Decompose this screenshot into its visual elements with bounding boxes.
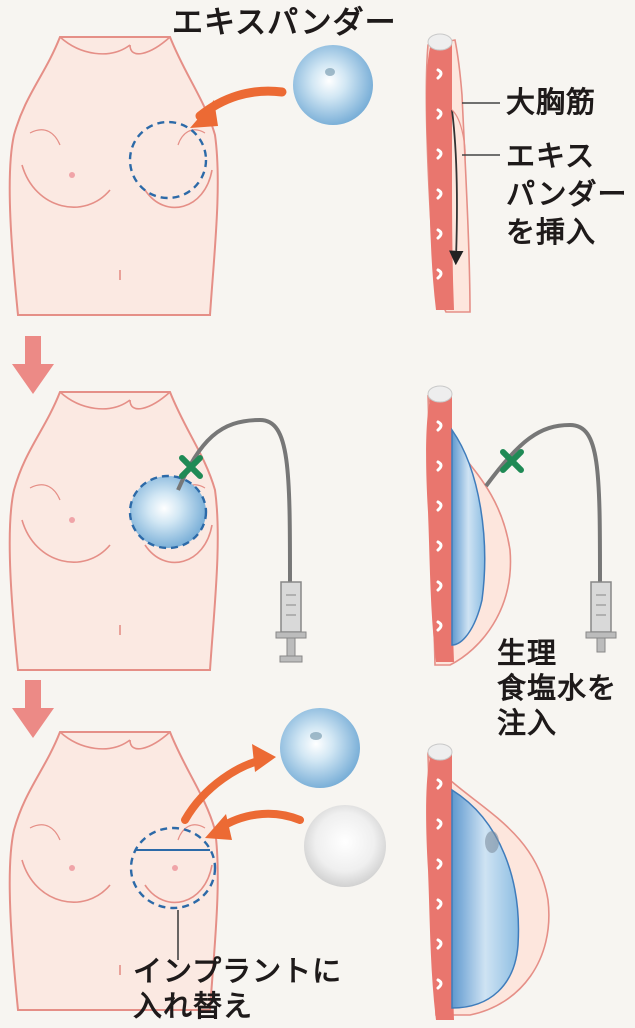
side-view-muscle-3 [426,744,549,1020]
down-arrow-icon [12,336,54,394]
tissue-expander-device [293,45,373,125]
curved-arrow-icon [220,814,300,828]
implant-highlight [485,831,499,853]
saline-label-line3: 注入 [497,707,557,740]
implant-side [452,790,518,1008]
expander-port [325,68,335,76]
replace-label-line1: インプラントに [133,955,342,988]
curved-arrow-head [252,744,276,772]
side-view-muscle-1 [426,34,470,312]
pectoralis-label: 大胸筋 [506,86,596,119]
expander-title: エキスパンダー [172,6,397,42]
syringe-icon [276,582,306,662]
expander-port [310,732,322,740]
nipple-left-3 [69,865,75,871]
side-view-muscle-2 [426,386,616,665]
down-arrow-icon [12,680,54,738]
rib-cap [428,386,452,402]
nipple-right-3 [172,865,178,871]
nipple-left-2 [69,517,75,523]
replace-label-line2: 入れ替え [133,990,253,1023]
panel-insert-expander [10,34,500,315]
tissue-expander-device [280,708,360,788]
insert-label-line2: パンダー [506,178,627,211]
saline-label-line2: 食塩水を [497,672,617,705]
panel-saline-injection [10,386,616,670]
rib-cap [428,34,452,50]
rib-cap [428,744,452,760]
silicone-implant [304,805,386,887]
nipple-left-1 [69,172,75,178]
expander-filled-front [130,476,206,548]
insert-label-line3: を挿入 [506,216,596,249]
syringe-icon [586,582,616,652]
insert-label-line1: エキス [506,140,595,173]
saline-label-line1: 生理 [497,637,557,670]
torso-front-view-1 [10,37,218,315]
